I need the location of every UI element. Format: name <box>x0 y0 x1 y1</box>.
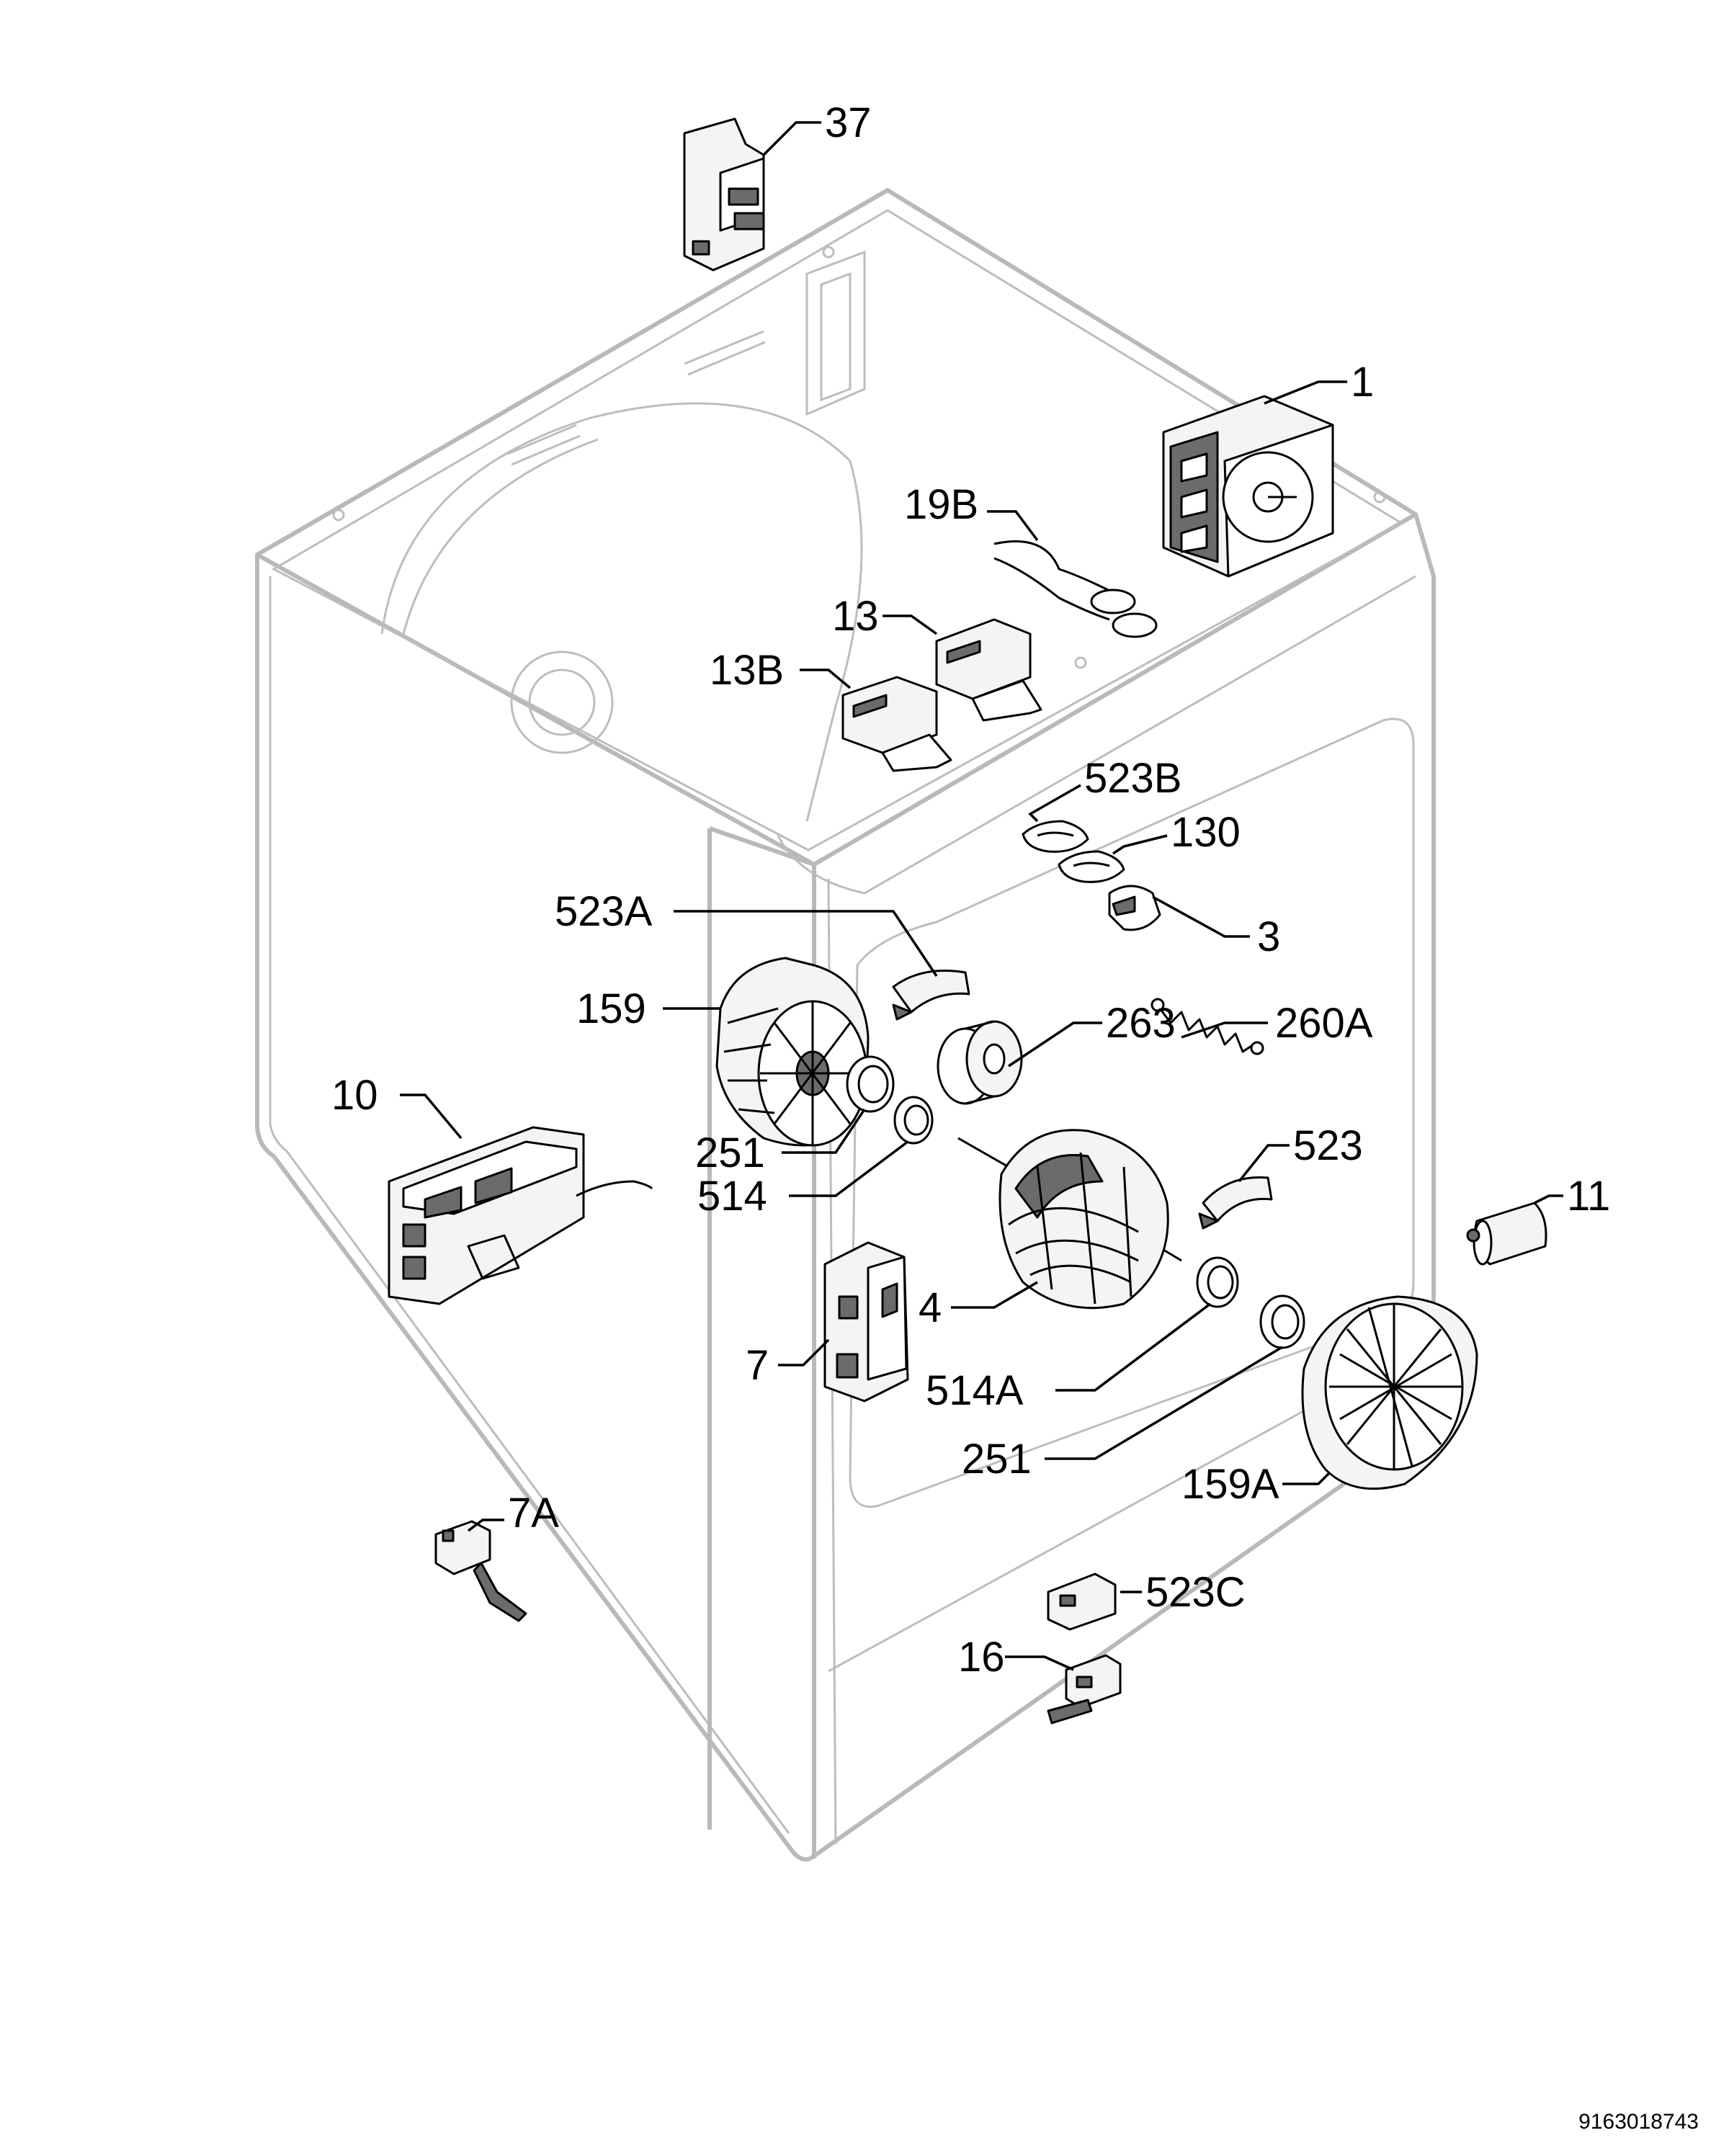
label-1: 1 <box>1351 359 1374 406</box>
part-19B-sensor <box>993 540 1158 638</box>
part-523A-bracket <box>892 970 970 1021</box>
part-514-ring <box>893 1096 934 1145</box>
label-11: 11 <box>1567 1173 1610 1220</box>
label-19B: 19B <box>904 481 978 528</box>
part-10-heater <box>388 1126 653 1305</box>
label-514A: 514A <box>926 1367 1024 1414</box>
part-514A-ring <box>1196 1256 1239 1308</box>
part-523B-gasket <box>1022 820 1089 853</box>
callout-labels: 37 1 19B 13 13B 523B 130 3 523A 159 263 … <box>331 99 1610 1681</box>
part-13B-switch <box>841 676 952 772</box>
part-260A-spring <box>1151 998 1264 1055</box>
part-4-motor <box>957 1129 1182 1310</box>
label-523: 523 <box>1293 1122 1363 1169</box>
part-523C-switch <box>1047 1573 1117 1631</box>
part-263-pulley <box>937 1020 1023 1105</box>
label-16: 16 <box>958 1634 1005 1681</box>
label-37: 37 <box>825 99 872 146</box>
document-number: 9163018743 <box>1578 2110 1699 2134</box>
label-523C: 523C <box>1145 1569 1246 1616</box>
label-523B: 523B <box>1084 755 1181 802</box>
part-159A-blower <box>1301 1295 1478 1490</box>
part-7-door-lock <box>823 1241 909 1403</box>
label-159: 159 <box>576 985 646 1032</box>
label-7: 7 <box>746 1342 769 1389</box>
label-13: 13 <box>832 593 879 640</box>
part-7A-micro-switch <box>434 1520 527 1622</box>
label-4: 4 <box>919 1284 942 1331</box>
label-10: 10 <box>331 1072 378 1119</box>
label-514: 514 <box>697 1173 767 1220</box>
label-251-lower: 251 <box>962 1436 1032 1482</box>
label-260A: 260A <box>1275 1000 1373 1047</box>
part-1-timer <box>1162 395 1334 578</box>
part-13-switch <box>935 618 1042 722</box>
part-37-switch <box>683 117 765 272</box>
leader-lines <box>400 121 1563 1671</box>
label-130: 130 <box>1171 809 1241 856</box>
part-3-thermostat <box>1108 885 1161 931</box>
part-130-gasket <box>1058 850 1125 883</box>
part-16-switch <box>1047 1654 1122 1725</box>
label-3: 3 <box>1257 913 1280 960</box>
part-251-ring-lower <box>1259 1294 1305 1349</box>
part-523-bracket <box>1198 1176 1273 1230</box>
part-11-capacitor <box>1466 1202 1547 1266</box>
label-263: 263 <box>1106 1000 1176 1047</box>
label-7A: 7A <box>508 1490 559 1537</box>
label-13B: 13B <box>710 647 784 694</box>
label-523A: 523A <box>555 888 653 935</box>
part-251-ring-upper <box>846 1055 895 1113</box>
label-251-upper: 251 <box>695 1130 765 1176</box>
part-159-fan <box>715 957 870 1147</box>
label-159A: 159A <box>1181 1461 1279 1508</box>
